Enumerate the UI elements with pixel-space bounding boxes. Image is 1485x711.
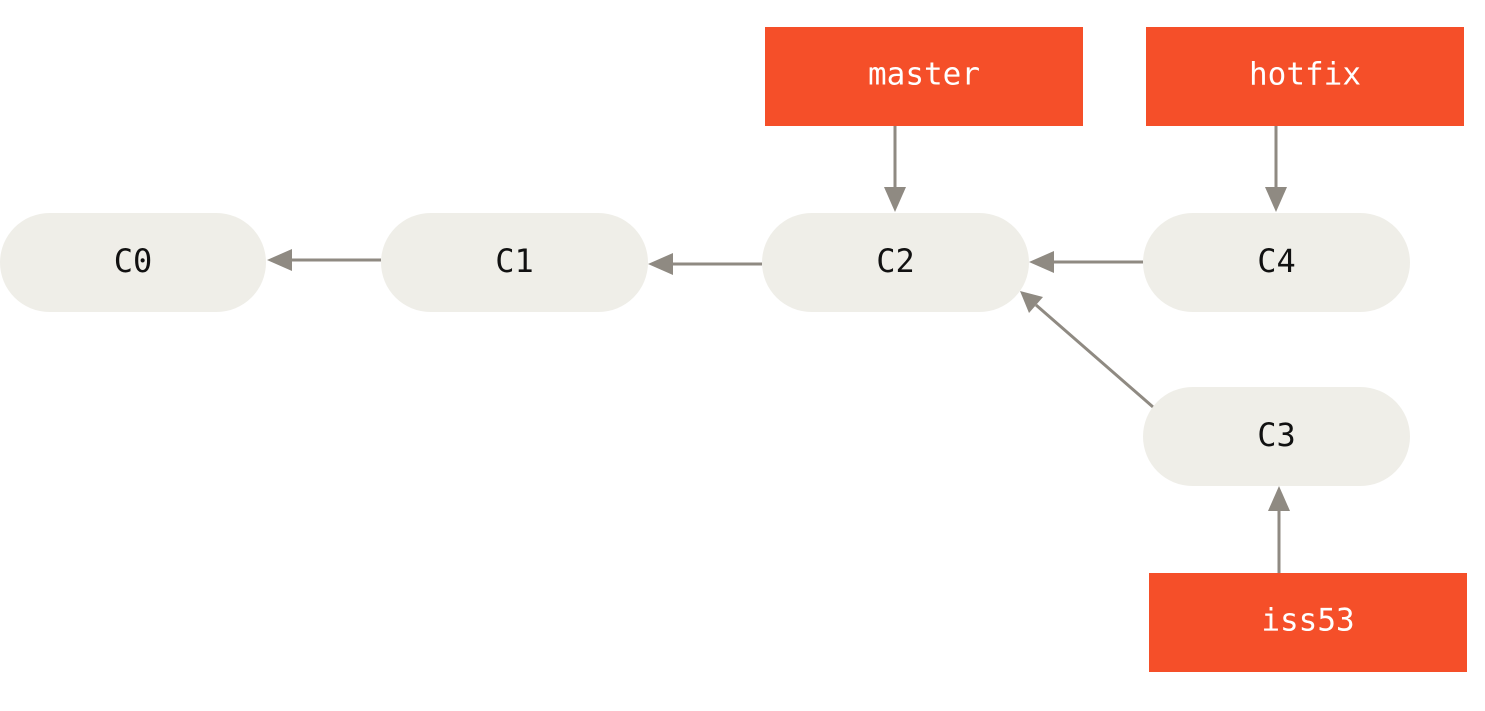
branch-name-hotfix: hotfix: [1249, 57, 1361, 93]
branch-link-master: [884, 125, 906, 212]
commit-node-c1: C1: [381, 213, 648, 312]
commit-label-c4: C4: [1257, 242, 1296, 280]
parent-link-c3-c2: [1020, 291, 1154, 409]
branch-label-hotfix: hotfix: [1146, 27, 1464, 126]
branch-label-master: master: [765, 27, 1083, 126]
parent-link-c2-c1: [648, 253, 762, 275]
branch-link-iss53: [1268, 486, 1290, 573]
commit-label-c3: C3: [1257, 416, 1296, 454]
commit-node-c3: C3: [1143, 387, 1410, 486]
parent-link-c4-c2: [1029, 251, 1143, 273]
branch-label-iss53: iss53: [1149, 573, 1467, 672]
commit-label-c0: C0: [114, 242, 153, 280]
commit-node-c0: C0: [0, 213, 266, 312]
branch-link-hotfix: [1265, 125, 1287, 212]
commit-node-c2: C2: [762, 213, 1029, 312]
commit-label-c1: C1: [495, 242, 534, 280]
commit-node-c4: C4: [1143, 213, 1410, 312]
branch-name-iss53: iss53: [1261, 603, 1354, 639]
parent-link-c1-c0: [267, 249, 381, 271]
branch-name-master: master: [868, 57, 980, 93]
commit-label-c2: C2: [876, 242, 915, 280]
